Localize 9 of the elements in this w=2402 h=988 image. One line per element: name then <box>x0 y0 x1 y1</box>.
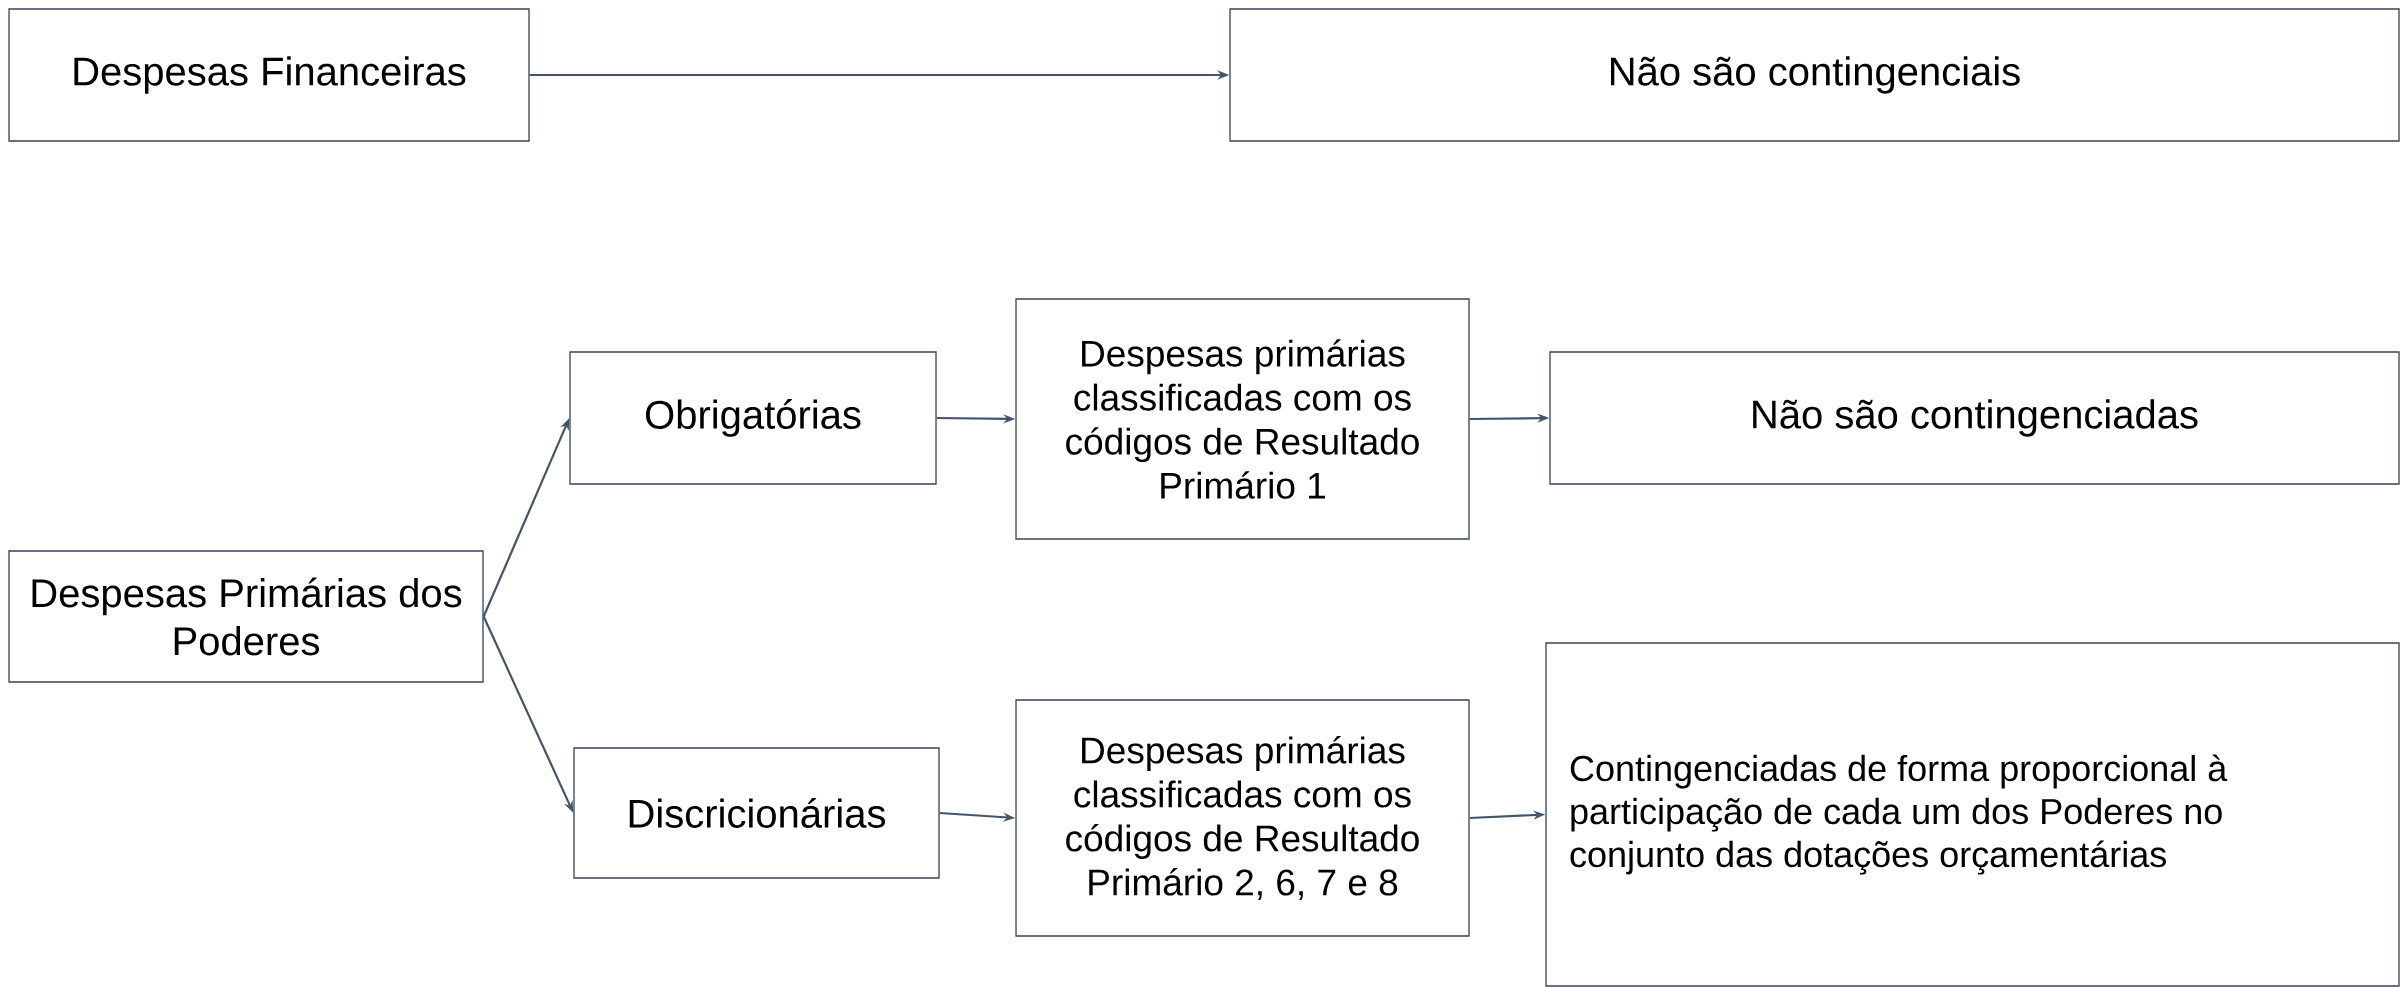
process-box: Despesas primárias classificadas com os códigos de Resultado Primário 1 <box>1015 298 1470 540</box>
process-box: Despesas Primárias dos Poderes <box>8 550 484 683</box>
result-box: Não são contingenciais <box>1229 8 2400 142</box>
process-box: Despesas Financeiras <box>8 8 530 142</box>
process-box: Despesas primárias classificadas com os códigos de Resultado Primário 2, 6, 7 e 8 <box>1015 699 1470 937</box>
result-box: Contingenciadas de forma proporcional à participação de cada um dos Poderes no conjunto das dotações orçamentárias <box>1545 642 2400 987</box>
category-box: Discricionárias <box>573 747 940 879</box>
result-box: Não são contingenciadas <box>1549 351 2400 485</box>
category-box: Obrigatórias <box>569 351 937 485</box>
